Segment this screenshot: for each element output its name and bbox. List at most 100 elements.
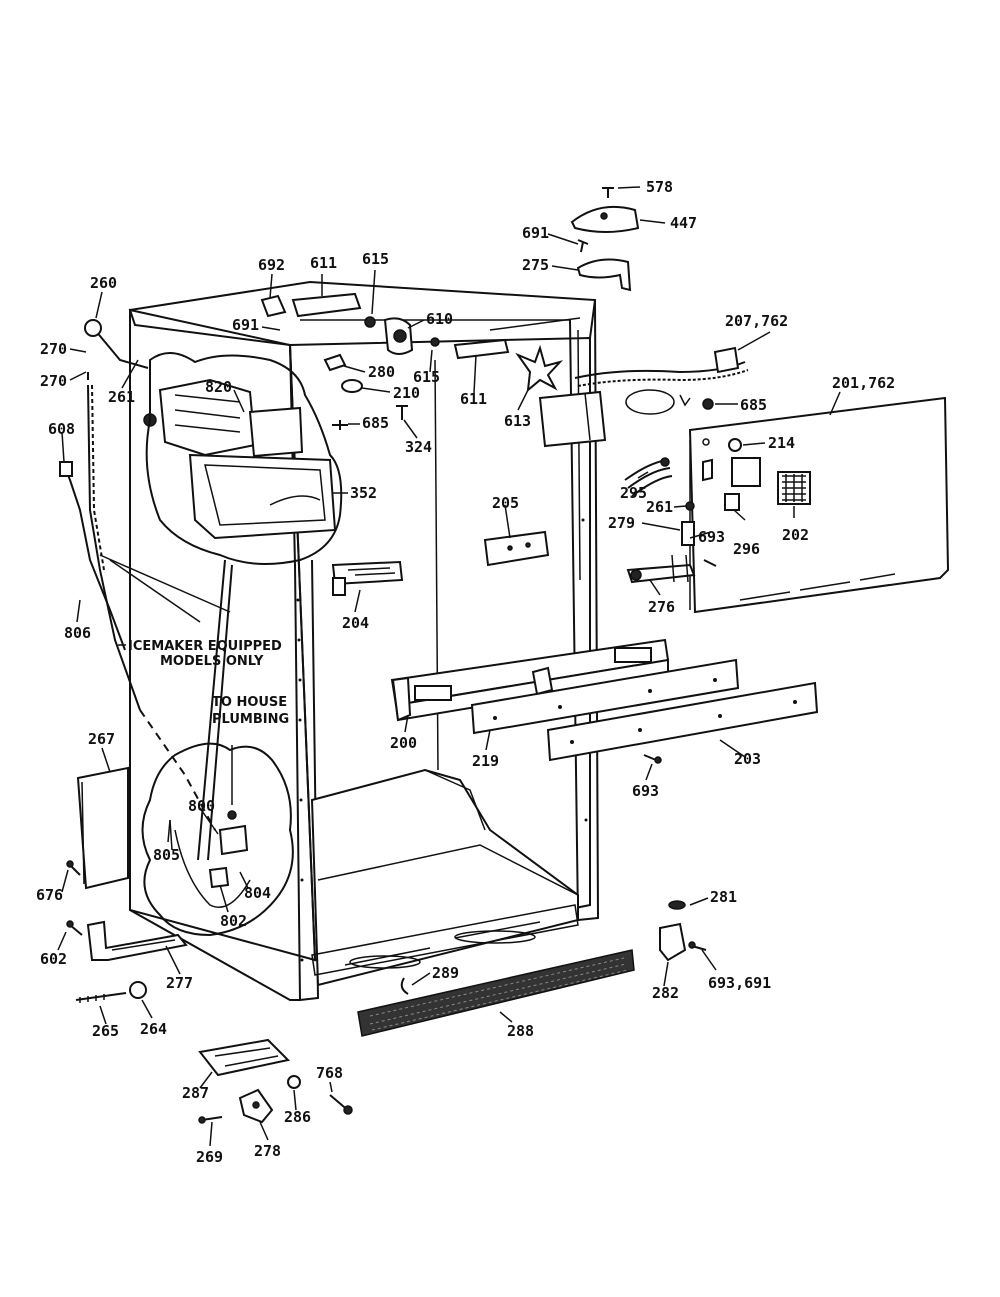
label-267: 267 [88, 730, 115, 748]
cover-447 [570, 205, 640, 233]
screw-324 [396, 405, 408, 420]
bracket-275 [576, 258, 632, 292]
part-280-210 [323, 353, 363, 393]
label-210: 210 [393, 384, 420, 402]
label-447: 447 [670, 214, 697, 232]
bracket-204 [331, 560, 404, 596]
label-270-upper: 270 [40, 340, 67, 358]
label-693-rail: 693 [632, 782, 659, 800]
label-692: 692 [258, 256, 285, 274]
label-214: 214 [768, 434, 795, 452]
label-768: 768 [316, 1064, 343, 1082]
label-202: 202 [782, 526, 809, 544]
screw-768 [329, 1094, 353, 1115]
fan-blade-613 [515, 344, 564, 393]
label-691-top: 691 [522, 224, 549, 242]
thermostat-parts [626, 501, 717, 584]
hinge-278 [238, 1088, 274, 1124]
label-269: 269 [196, 1148, 223, 1166]
label-352: 352 [350, 484, 377, 502]
label-693-panel: 693 [698, 528, 725, 546]
label-282: 282 [652, 984, 679, 1002]
access-panel-267 [76, 766, 129, 890]
label-279: 279 [608, 514, 635, 532]
label-201-762: 201,762 [832, 374, 895, 392]
water-line [59, 319, 231, 831]
label-286: 286 [284, 1108, 311, 1126]
screw-693-rail [643, 754, 662, 764]
bracket-277 [86, 920, 188, 961]
label-219: 219 [472, 752, 499, 770]
label-275: 275 [522, 256, 549, 274]
wire-harness-295 [624, 457, 673, 497]
clip-289 [400, 977, 409, 995]
label-691-mid: 691 [232, 316, 259, 334]
label-278: 278 [254, 1142, 281, 1160]
label-693-691: 693,691 [708, 974, 771, 992]
label-288: 288 [507, 1022, 534, 1040]
fan-parts-top [260, 292, 510, 360]
rail-219 [470, 658, 740, 735]
label-261-right: 261 [646, 498, 673, 516]
label-200: 200 [390, 734, 417, 752]
label-615-mid: 615 [413, 368, 440, 386]
note-plumbing-line2: PLUMBING [212, 712, 289, 727]
note-plumbing-line1: TO HOUSE [212, 695, 287, 710]
label-204: 204 [342, 614, 369, 632]
label-324: 324 [405, 438, 432, 456]
grille-288 [357, 949, 635, 1037]
label-296: 296 [733, 540, 760, 558]
label-608: 608 [48, 420, 75, 438]
label-676: 676 [36, 886, 63, 904]
note-icemaker-line1: ICEMAKER EQUIPPED [128, 639, 282, 654]
label-611-mid: 611 [460, 390, 487, 408]
label-802: 802 [220, 912, 247, 930]
label-615-top: 615 [362, 250, 389, 268]
label-264: 264 [140, 1020, 167, 1038]
label-806: 806 [64, 624, 91, 642]
label-602: 602 [40, 950, 67, 968]
label-804: 804 [244, 884, 271, 902]
washer-286 [287, 1075, 301, 1089]
label-207-762: 207,762 [725, 312, 788, 330]
label-260: 260 [90, 274, 117, 292]
label-610: 610 [426, 310, 453, 328]
label-295: 295 [620, 484, 647, 502]
label-805: 805 [153, 846, 180, 864]
screw-578 [602, 187, 614, 198]
hinge-plate-287 [198, 1038, 291, 1077]
leader-lines [57, 186, 841, 1147]
label-800: 800 [188, 797, 215, 815]
label-277: 277 [166, 974, 193, 992]
part-labels: 578 447 691 275 260 692 611 615 610 207,… [36, 178, 895, 1166]
label-203: 203 [734, 750, 761, 768]
label-270-lower: 270 [40, 372, 67, 390]
screw-676 [66, 860, 81, 876]
screw-691-top [577, 239, 589, 253]
control-panel-201 [688, 396, 950, 614]
label-281: 281 [710, 888, 737, 906]
note-icemaker-line2: MODELS ONLY [160, 654, 264, 669]
screw-602 [66, 920, 83, 936]
cabinet-body [128, 280, 600, 1002]
plumbing-detail-area [141, 559, 294, 937]
screw-685-right [702, 398, 714, 410]
label-265: 265 [92, 1022, 119, 1040]
screw-269 [198, 1116, 223, 1124]
label-578: 578 [646, 178, 673, 196]
control-box-613 [538, 390, 607, 448]
hinge-282 [659, 900, 707, 962]
label-289: 289 [432, 964, 459, 982]
icemaker-assembly [143, 352, 343, 565]
label-287: 287 [182, 1084, 209, 1102]
rail-200 [390, 638, 670, 722]
label-613: 613 [504, 412, 531, 430]
label-820: 820 [205, 378, 232, 396]
rail-203 [546, 681, 819, 762]
roller-264-265 [75, 981, 147, 1003]
label-205: 205 [492, 494, 519, 512]
screw-685-left [332, 420, 348, 430]
bracket-205 [483, 530, 550, 567]
label-685-right: 685 [740, 396, 767, 414]
